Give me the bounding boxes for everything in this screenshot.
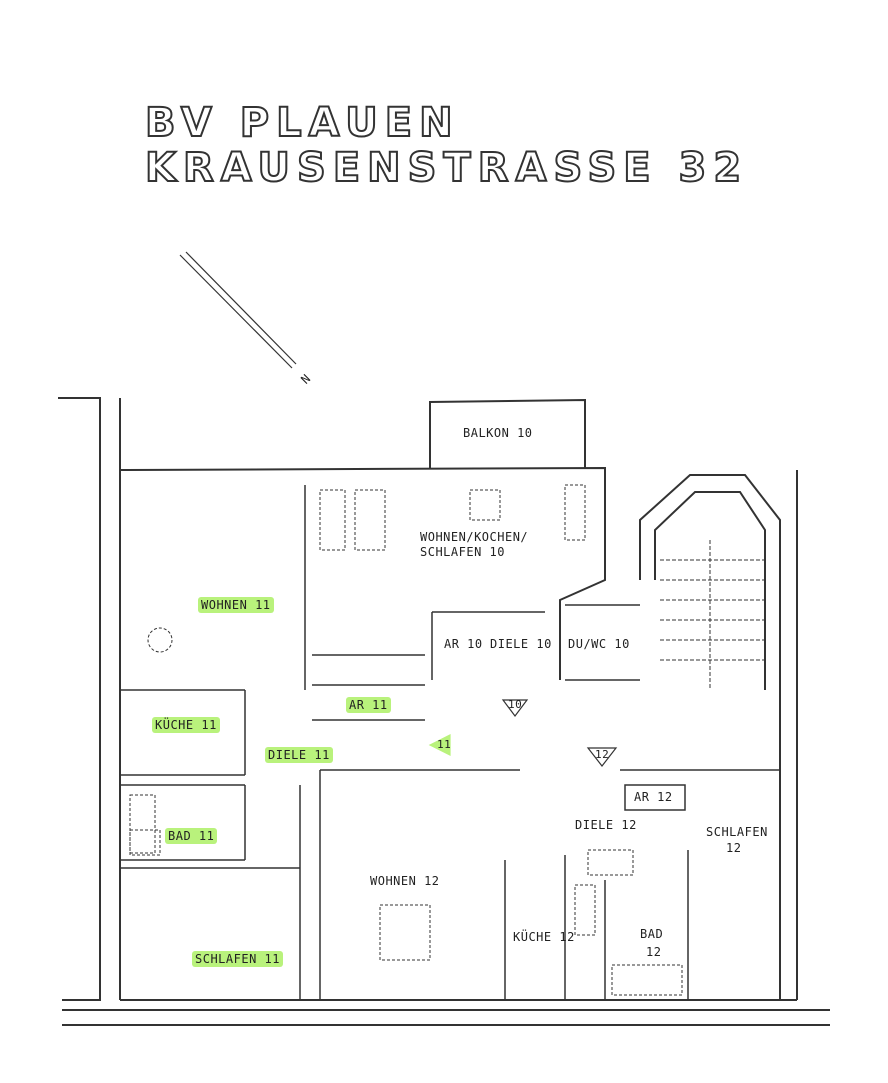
- unit-11-marker: 11: [437, 738, 452, 751]
- room-diele-10: DIELE 10: [490, 637, 552, 651]
- room-bad-11: BAD 11: [165, 828, 218, 844]
- room-schlafen-12-number: 12: [726, 841, 742, 855]
- room-wohnen-12: WOHNEN 12: [370, 874, 440, 888]
- title-line-2: KRAUSENSTRASSE 32: [144, 144, 749, 192]
- room-bad-12: BAD: [640, 927, 664, 941]
- room-ar-12: AR 12: [634, 790, 673, 804]
- north-arrow-icon: [179, 251, 297, 369]
- room-kueche-11: KÜCHE 11: [152, 717, 220, 733]
- interior-walls: [120, 485, 780, 1000]
- room-schlafen-11: SCHLAFEN 11: [192, 951, 283, 967]
- room-ar-10: AR 10: [444, 637, 483, 651]
- unit-markers: [428, 699, 618, 767]
- room-diele-12: DIELE 12: [575, 818, 637, 832]
- title-line-1: BV PLAUEN: [144, 99, 460, 147]
- furniture: [129, 484, 683, 996]
- room-wohnen-11: WOHNEN 11: [198, 597, 274, 613]
- staircase: [660, 540, 765, 690]
- room-balkon-10: BALKON 10: [463, 426, 533, 440]
- room-schlafen-12: SCHLAFEN: [706, 825, 768, 839]
- room-wohnen-kochen-schlafen-10-line2: SCHLAFEN 10: [420, 545, 505, 559]
- room-diele-11: DIELE 11: [265, 747, 333, 763]
- room-ar-11: AR 11: [346, 697, 391, 713]
- room-du-wc-10: DU/WC 10: [568, 637, 630, 651]
- room-kueche-12: KÜCHE 12: [513, 930, 575, 944]
- room-wohnen-kochen-schlafen-10: WOHNEN/KOCHEN/: [420, 530, 529, 544]
- unit-10-marker: 10: [508, 698, 523, 711]
- room-bad-12-number: 12: [646, 945, 662, 959]
- unit-12-marker: 12: [595, 748, 610, 761]
- exterior-walls: [58, 397, 830, 1026]
